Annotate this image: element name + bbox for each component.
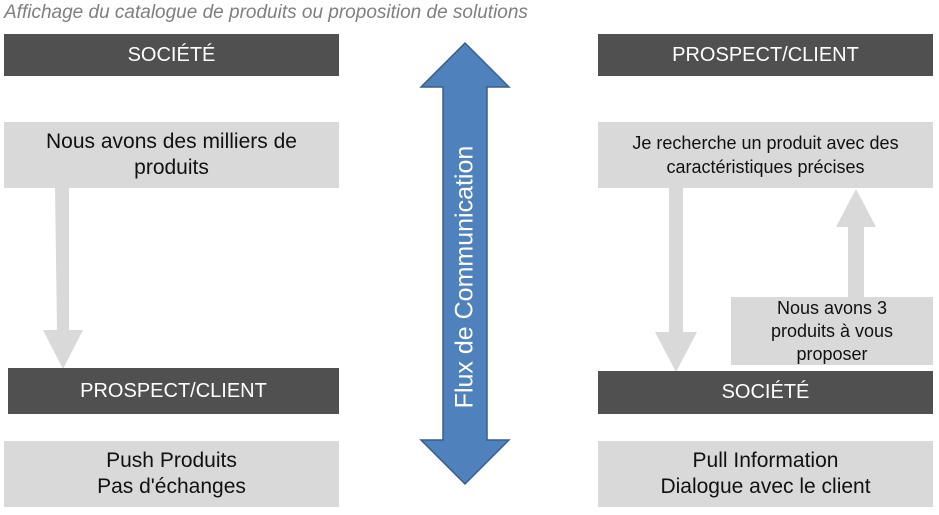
right-target-societe: SOCIÉTÉ <box>598 371 933 414</box>
left-summary-line1: Push Produits <box>106 449 237 472</box>
left-target-prospect: PROSPECT/CLIENT <box>8 368 339 414</box>
right-target-label: SOCIÉTÉ <box>721 381 810 403</box>
left-target-label: PROSPECT/CLIENT <box>80 379 267 402</box>
right-request-text: Je recherche un produit avec des caracté… <box>632 133 899 177</box>
diagram-title: Affichage du catalogue de produits ou pr… <box>4 2 528 23</box>
right-header-label: PROSPECT/CLIENT <box>672 43 859 66</box>
right-summary-box: Pull Information Dialogue avec le client <box>598 441 933 507</box>
left-header-societe: SOCIÉTÉ <box>4 34 339 76</box>
right-response-box: Nous avons 3 produits à vous proposer <box>731 297 933 365</box>
left-down-arrow <box>43 188 83 369</box>
right-summary-line2: Dialogue avec le client <box>660 475 871 498</box>
left-summary-line2: Pas d'échanges <box>97 475 246 498</box>
communication-double-arrow <box>419 41 511 486</box>
left-header-label: SOCIÉTÉ <box>127 43 216 66</box>
left-statement-box: Nous avons des milliers de produits <box>4 122 339 188</box>
left-statement-text: Nous avons des milliers de produits <box>46 130 297 179</box>
right-header-prospect: PROSPECT/CLIENT <box>598 34 933 76</box>
right-response-text: Nous avons 3 produits à vous proposer <box>770 297 894 364</box>
right-up-arrow <box>836 189 876 297</box>
left-summary-box: Push Produits Pas d'échanges <box>4 441 339 507</box>
flux-label: Flux de Communication <box>450 145 479 409</box>
right-down-arrow <box>655 188 697 372</box>
right-summary-line1: Pull Information <box>692 449 839 472</box>
right-request-box: Je recherche un produit avec des caracté… <box>598 122 933 188</box>
